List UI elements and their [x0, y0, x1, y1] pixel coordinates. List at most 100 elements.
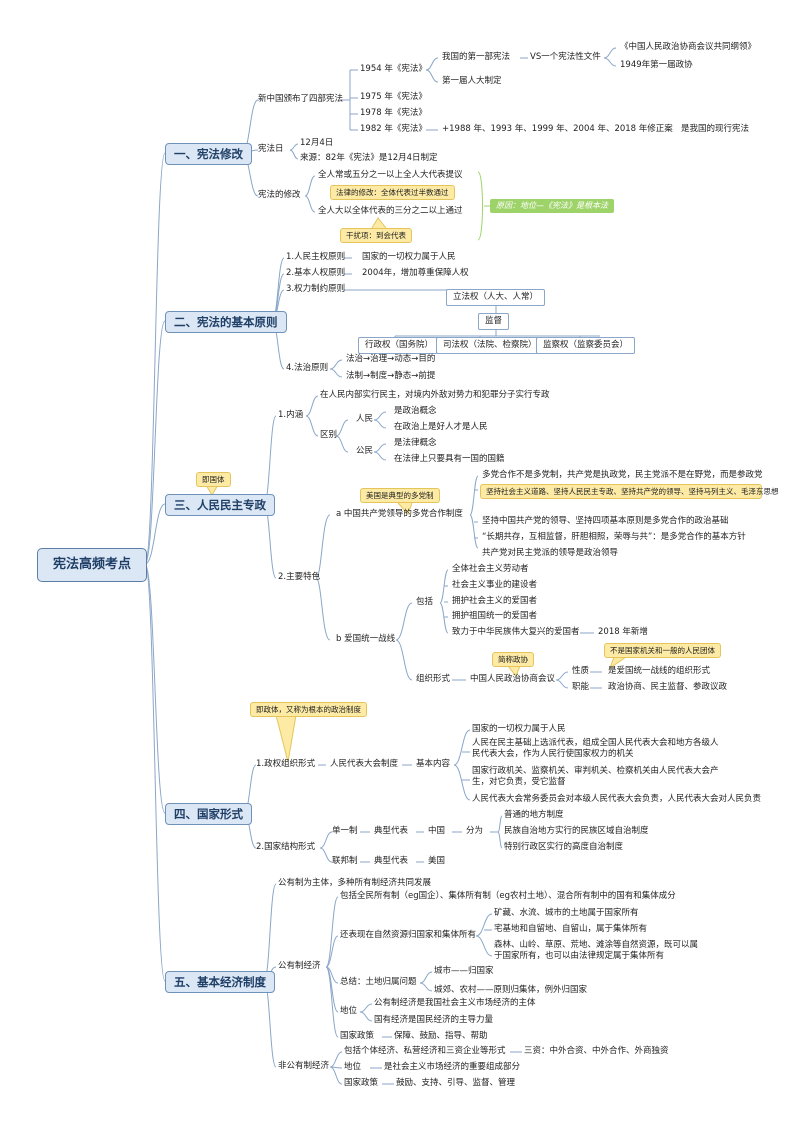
node-main-economy: 公有制为主体，多种所有制经济共同发展 — [278, 878, 432, 888]
node-nature-desc: 是爱国统一战线的组织形式 — [608, 666, 711, 676]
node-pass: 全人大以全体代表的三分之二以上通过 — [318, 206, 463, 216]
node-dec4: 12月4日 — [300, 138, 334, 148]
box-legislative: 立法权（人大、人常） — [446, 289, 546, 306]
node-c3: 国家行政机关、监察机关、审判机关、检察机关由人民代表大会产生，对它负责，受它监督 — [472, 766, 719, 787]
node-function: 职能 — [572, 682, 590, 692]
note-reason: 原因：地位—《宪法》是根本法 — [490, 199, 614, 213]
node-first-npc: 第一届人大制定 — [442, 76, 502, 86]
node-policy: 国家政策 — [340, 1031, 375, 1041]
node-p1: 1.人民主权原则 — [286, 252, 346, 262]
node-four-constitutions: 新中国颁布了四部宪法 — [258, 94, 344, 104]
node-citizen-a: 是法律概念 — [394, 438, 437, 448]
branch-basic-principles[interactable]: 二、宪法的基本原则 — [165, 311, 287, 333]
callout-not-organ: 不是国家机关和一般的人民团体 — [604, 643, 721, 658]
node-p2d: 2004年，增加尊重保障人权 — [362, 268, 469, 278]
node-gangling: 《中国人民政治协商会议共同纲领》 — [620, 42, 757, 52]
node-1978: 1978 年《宪法》 — [360, 108, 427, 118]
node-constitution-day: 宪法日 — [258, 144, 284, 154]
node-summary: 总结：土地归属问题 — [340, 977, 417, 987]
node-np-policy: 国家政策 — [344, 1078, 379, 1088]
node-inc5: 致力于中华民族伟大复兴的爱国者 — [452, 627, 580, 637]
node-modification: 宪法的修改 — [258, 190, 301, 200]
node-difference: 区别 — [320, 430, 338, 440]
callout-guoti: 即国体 — [196, 472, 231, 487]
node-features: 2.主要特色 — [278, 572, 321, 582]
node-china: 中国 — [428, 826, 446, 836]
node-st2: 国有经济是国民经济的主导力量 — [374, 1015, 494, 1025]
branch-state-form[interactable]: 四、国家形式 — [165, 803, 252, 825]
node-a1: 多党合作不是多党制，共产党是执政党，民主党派不是在野党，而是参政党 — [482, 470, 763, 480]
node-usa: 美国 — [428, 856, 446, 866]
node-a: a 中国共产党领导的多党合作制度 — [336, 509, 463, 519]
node-propose: 全人常或五分之一以上全人大代表提议 — [318, 170, 463, 180]
node-d1: 普通的地方制度 — [504, 810, 564, 820]
node-d2: 民族自治地方实行的民族区域自治制度 — [504, 826, 649, 836]
box-monitor: 监察权（监察委员会） — [536, 337, 636, 354]
branch-people-democratic-dictatorship[interactable]: 三、人民民主专政 — [165, 494, 275, 516]
node-divide: 分为 — [466, 826, 484, 836]
node-a3: 坚持中国共产党的领导、坚持四项基本原则是多党合作的政治基础 — [482, 516, 729, 526]
node-nature: 性质 — [572, 666, 590, 676]
node-p4a: 法治→治理→动态→目的 — [346, 354, 436, 364]
node-essence: 1.内涵 — [278, 410, 304, 420]
node-c1: 国家的一切权力属于人民 — [472, 724, 566, 734]
node-first-constitution: 我国的第一部宪法 — [442, 52, 511, 62]
callout-zhengti: 即政体，又称为根本的政治制度 — [250, 702, 367, 717]
node-1949: 1949年第一届政协 — [620, 60, 693, 70]
node-vs: VS一个宪法性文件 — [530, 52, 601, 62]
callout-distractor: 干扰项：到会代表 — [340, 228, 412, 243]
node-p3: 3.权力制约原则 — [286, 284, 346, 294]
node-p4b: 法制→制度→静态→前提 — [346, 371, 436, 381]
node-current: 是我国的现行宪法 — [681, 124, 750, 134]
node-people: 人民 — [356, 414, 374, 424]
root-node[interactable]: 宪法高频考点 — [37, 548, 147, 582]
branch-constitution-amendment[interactable]: 一、宪法修改 — [165, 143, 252, 165]
node-citizen: 公民 — [356, 446, 374, 456]
callout-short: 简称政协 — [492, 652, 534, 667]
node-np-policy-desc: 鼓励、支持、引导、监督、管理 — [396, 1078, 516, 1088]
node-source: 来源：82年《宪法》是12月4日制定 — [300, 153, 438, 163]
node-policy-desc: 保障、鼓励、指导、帮助 — [394, 1031, 488, 1041]
node-people-b: 在政治上是好人才是人民 — [394, 422, 488, 432]
node-np-status: 地位 — [344, 1062, 362, 1072]
node-a5: 共产党对民主党派的领导是政治领导 — [482, 548, 619, 558]
node-npc-system: 人民代表大会制度 — [330, 759, 399, 769]
node-natural: 还表现在自然资源归国家和集体所有 — [340, 930, 477, 940]
node-amendments: +1988 年、1993 年、1999 年、2004 年、2018 年修正案 — [442, 124, 673, 134]
node-inc3: 拥护社会主义的爱国者 — [452, 596, 538, 606]
node-federal: 联邦制 — [332, 856, 358, 866]
node-state-structure: 2.国家结构形式 — [256, 842, 316, 852]
node-np1: 包括个体经济、私营经济和三资企业等形式 — [344, 1046, 506, 1056]
box-supervise: 监督 — [478, 313, 510, 330]
node-org-form: 组织形式 — [416, 674, 451, 684]
node-1954: 1954 年《宪法》 — [360, 64, 427, 74]
node-p2: 2.基本人权原则 — [286, 268, 346, 278]
node-n1: 矿藏、水流、城市的土地属于国家所有 — [494, 908, 639, 918]
node-1975: 1975 年《宪法》 — [360, 92, 427, 102]
node-p1d: 国家的一切权力属于人民 — [362, 252, 456, 262]
node-np1b: 三资：中外合资、中外合作、外商独资 — [524, 1046, 669, 1056]
node-c4: 人民代表大会常务委员会对本级人民代表大会负责，人民代表大会对人民负责 — [472, 794, 762, 804]
node-st1: 公有制经济是我国社会主义市场经济的主体 — [374, 998, 536, 1008]
box-executive: 行政权（国务院） — [358, 337, 441, 354]
node-a4: “长期共存，互相监督，肝胆相照，荣辱与共”：是多党合作的基本方针 — [482, 532, 746, 542]
node-typical2: 典型代表 — [374, 856, 409, 866]
node-b: b 爱国统一战线 — [336, 634, 396, 644]
node-people-a: 是政治概念 — [394, 406, 437, 416]
node-essence-desc: 在人民内部实行民主，对境内外敌对势力和犯罪分子实行专政 — [320, 390, 550, 400]
node-n2: 宅基地和自留地、自留山，属于集体所有 — [494, 924, 648, 934]
node-inc2: 社会主义事业的建设者 — [452, 580, 538, 590]
node-1982: 1982 年《宪法》 — [360, 124, 427, 134]
node-d3: 特别行政区实行的高度自治制度 — [504, 842, 624, 852]
node-citizen-b: 在法律上只要具有一国的国籍 — [394, 454, 505, 464]
branch-economic-system[interactable]: 五、基本经济制度 — [165, 971, 275, 993]
callout-law-amend: 法律的修改：全体代表过半数通过 — [330, 185, 455, 200]
node-inc1: 全体社会主义劳动者 — [452, 564, 529, 574]
node-basic-content: 基本内容 — [416, 759, 451, 769]
node-nonpublic: 非公有制经济 — [278, 1061, 330, 1071]
node-inc5b: 2018 年新增 — [598, 627, 648, 637]
node-inc4: 拥护祖国统一的爱国者 — [452, 611, 538, 621]
node-status: 地位 — [340, 1006, 358, 1016]
node-cppcc: 中国人民政治协商会议 — [470, 674, 556, 684]
